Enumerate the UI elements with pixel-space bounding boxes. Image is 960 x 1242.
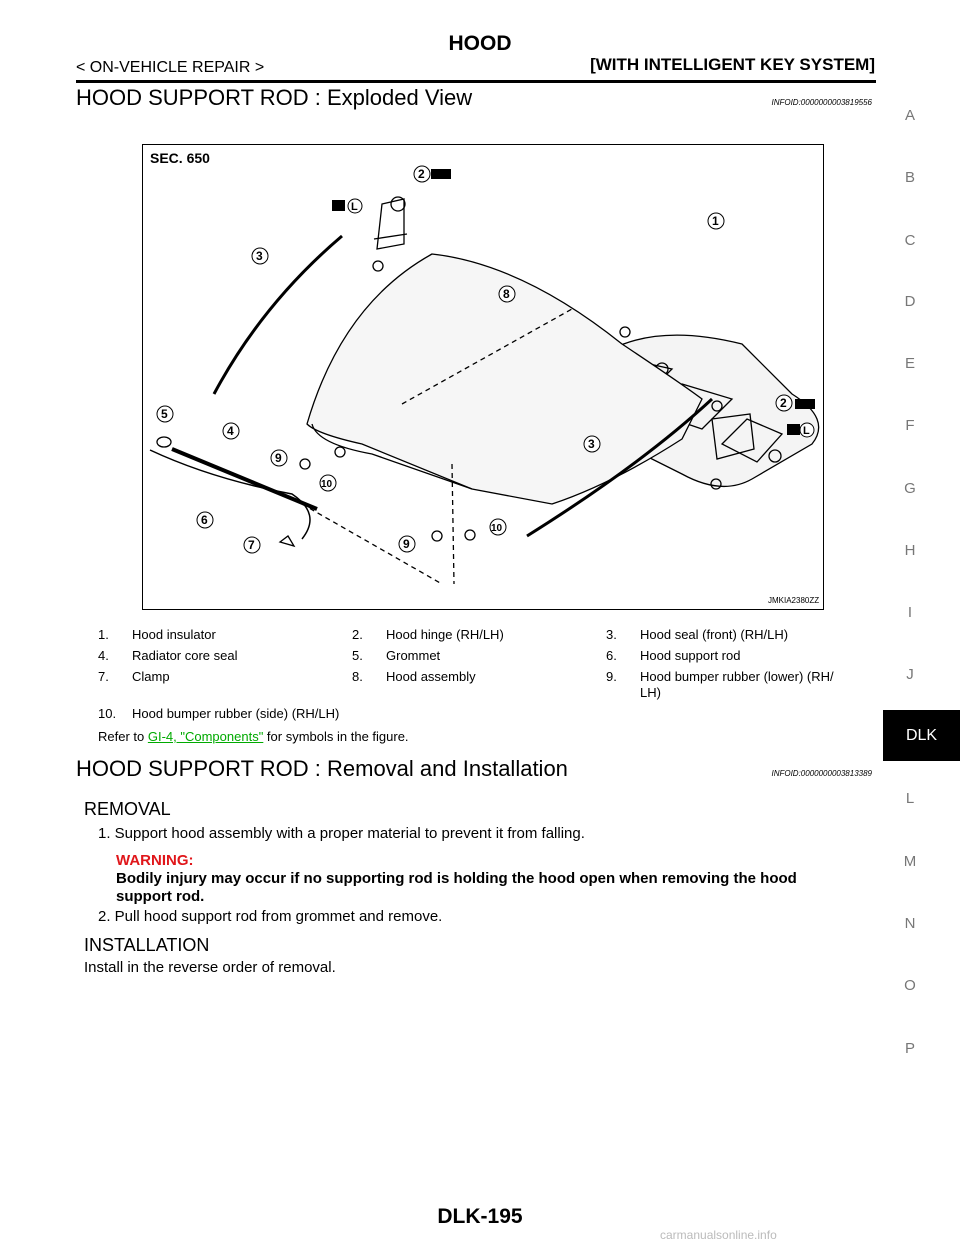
index-tab-i[interactable]: I: [907, 604, 913, 621]
info-id: INFOID:0000000003819556: [771, 98, 872, 107]
callout-8: 8: [503, 287, 510, 301]
index-tab-a[interactable]: A: [904, 107, 915, 124]
watermark: carmanualsonline.info: [660, 1228, 777, 1242]
section-title-exploded-view: HOOD SUPPORT ROD : Exploded View: [76, 85, 473, 110]
page-number: DLK-195: [437, 1205, 523, 1228]
index-tab-n[interactable]: N: [904, 915, 916, 932]
callout-1: 1: [712, 214, 719, 228]
legend-item-6: 6.Hood support rod: [606, 648, 741, 663]
index-tab-c[interactable]: C: [904, 232, 916, 249]
figure-code: JMKIA2380ZZ: [768, 596, 820, 605]
callout-2: 2: [418, 167, 425, 181]
callout-4: 4: [227, 424, 234, 438]
system-label: [WITH INTELLIGENT KEY SYSTEM]: [590, 55, 875, 74]
page-header-title: HOOD: [448, 32, 512, 55]
callout-10-lh: 10: [491, 523, 503, 534]
legend-item-2: 2.Hood hinge (RH/LH): [352, 627, 504, 642]
index-tab-m[interactable]: M: [903, 853, 917, 870]
callout-6: 6: [201, 513, 208, 527]
figure-section-label: SEC. 650: [150, 150, 210, 166]
removal-heading: REMOVAL: [84, 799, 171, 819]
index-tab-l[interactable]: L: [905, 790, 915, 807]
legend-item-8: 8.Hood assembly: [352, 669, 476, 684]
legend-item-5: 5.Grommet: [352, 648, 441, 663]
torque-icon: L: [431, 169, 815, 438]
exploded-view-figure: [142, 144, 824, 610]
hood-exploded-diagram: 2 1 3 8 5 4 9 10 6 7 2 3 10 9 L L: [149, 165, 820, 585]
components-link[interactable]: GI-4, "Components": [147, 729, 264, 744]
warning-title: WARNING:: [116, 852, 194, 869]
index-tab-d[interactable]: D: [904, 293, 916, 310]
warning-line-1: Bodily injury may occur if no supporting…: [116, 870, 797, 887]
callout-7: 7: [248, 538, 255, 552]
callout-3: 3: [256, 249, 263, 263]
symbol-l: L: [351, 201, 358, 213]
index-tab-f[interactable]: F: [905, 417, 915, 434]
legend-item-3: 3.Hood seal (front) (RH/LH): [606, 627, 789, 642]
legend-item-7: 7.Clamp: [98, 669, 170, 684]
symbol-l-lh: L: [803, 425, 810, 437]
breadcrumb: < ON-VEHICLE REPAIR >: [76, 59, 265, 76]
index-tab-p[interactable]: P: [904, 1040, 915, 1057]
legend-item-1: 1.Hood insulator: [98, 627, 216, 642]
index-tab-e[interactable]: E: [904, 355, 915, 372]
index-tab-h[interactable]: H: [904, 542, 916, 559]
callout-9: 9: [275, 451, 282, 465]
removal-step-1: 1. Support hood assembly with a proper m…: [98, 825, 585, 842]
refer-note: Refer to GI-4, "Components" for symbols …: [98, 729, 409, 744]
section-title-removal-installation: HOOD SUPPORT ROD : Removal and Installat…: [76, 756, 568, 781]
legend-item-10: 10.Hood bumper rubber (side) (RH/LH): [98, 706, 340, 721]
warning-line-2: support rod.: [116, 888, 205, 905]
index-tab-b[interactable]: B: [904, 169, 915, 186]
callout-3-lh: 3: [588, 437, 595, 451]
callout-5: 5: [161, 407, 168, 421]
index-tab-dlk-active[interactable]: DLK: [883, 710, 960, 761]
installation-text: Install in the reverse order of removal.: [84, 959, 336, 976]
removal-step-2: 2. Pull hood support rod from grommet an…: [98, 908, 443, 925]
index-tab-o[interactable]: O: [904, 977, 916, 994]
header-divider: [76, 80, 876, 83]
callout-10: 10: [321, 479, 333, 490]
apply-sealant-icon: L: [332, 198, 363, 214]
callout-9-lh: 9: [403, 537, 410, 551]
legend-item-4: 4.Radiator core seal: [98, 648, 238, 663]
info-id-2: INFOID:0000000003813389: [771, 769, 872, 778]
legend-item-9: 9.Hood bumper rubber (lower) (RH/LH): [606, 669, 834, 700]
index-tab-g[interactable]: G: [904, 480, 916, 497]
installation-heading: INSTALLATION: [84, 935, 210, 955]
index-tab-j[interactable]: J: [906, 666, 914, 683]
callout-2-lh: 2: [780, 396, 787, 410]
